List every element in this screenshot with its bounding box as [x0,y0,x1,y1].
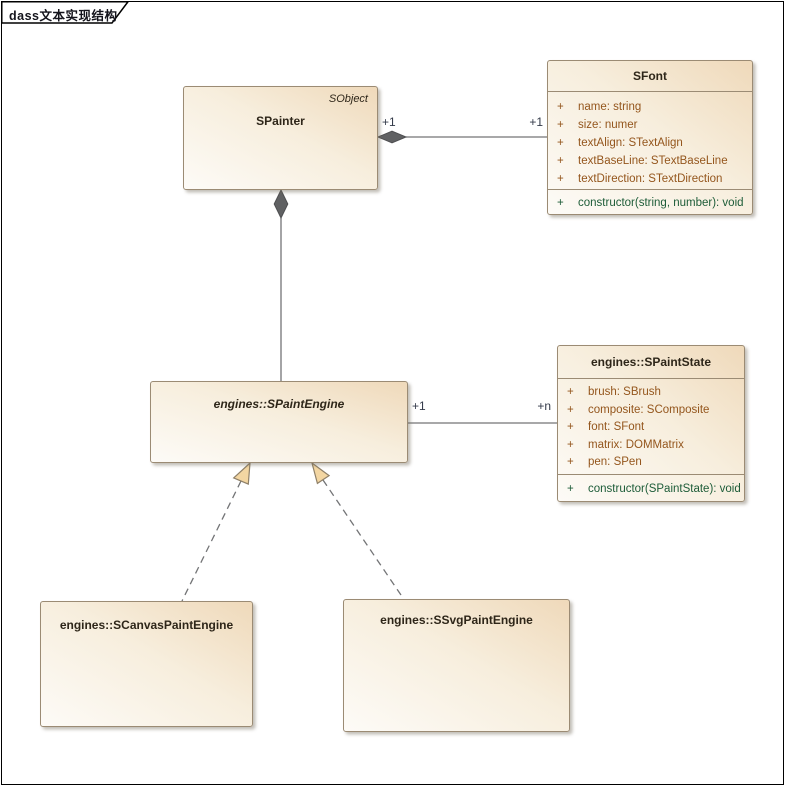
class-ssvgpaintengine[interactable]: engines::SSvgPaintEngine [343,599,570,732]
attribute-text: matrix: DOMMatrix [588,438,684,451]
operation-text: constructor(SPaintState): void [588,483,741,495]
operations-compartment: + constructor(string, number): void [548,189,752,216]
visibility: + [567,438,574,451]
visibility: + [567,403,574,416]
class-spaintengine[interactable]: engines::SPaintEngine [150,381,408,463]
operation-row: + constructor(SPaintState): void [558,475,744,503]
frame-tab-title: dass文本实现结构 [9,9,118,23]
visibility: + [557,173,564,185]
attribute-text: textDirection: STextDirection [578,173,723,185]
visibility: + [557,101,564,113]
composition-spainter-spaintengine[interactable] [273,188,289,381]
multiplicity-spaintengine-end: +1 [412,399,426,413]
class-sfont[interactable]: SFont + name: string + size: numer + textAl… [547,60,753,215]
attributes-compartment: + name: string + size: numer + textAlign: S… [548,91,752,189]
class-scanvaspaintengine[interactable]: engines::SCanvasPaintEngine [40,601,253,727]
multiplicity-sfont-end: +1 [529,115,543,129]
attribute-row: + composite: SComposite [558,402,744,420]
class-name: engines::SPaintState [590,355,712,369]
visibility: + [567,421,574,433]
attribute-row: + pen: SPen [558,454,744,472]
operation-row: + constructor(string, number): void [548,190,752,216]
frame-tab [1,1,130,24]
frame-tab-shape [1,1,130,24]
attribute-row: + textDirection: STextDirection [548,170,752,188]
attribute-row: + font: SFont [558,419,744,437]
attribute-text: textAlign: STextAlign [578,137,683,149]
class-name: SPainter [256,114,305,128]
stereotype-label: SObject [328,93,368,105]
operations-compartment: + constructor(SPaintState): void [558,474,744,503]
attribute-text: size: numer [578,119,638,131]
composition-diamond-icon [376,130,408,144]
class-name: engines::SCanvasPaintEngine [59,618,234,632]
realization-ssvg-spaintengine[interactable] [310,461,404,599]
attribute-row: + textAlign: STextAlign [548,134,752,152]
class-name: engines::SPaintEngine [213,397,345,411]
attribute-row: + matrix: DOMMatrix [558,437,744,455]
attribute-text: name: string [578,101,642,113]
class-name: SFont [633,69,667,83]
visibility: + [557,119,564,131]
generalization-arrowhead-icon [232,461,251,485]
attribute-row: + brush: SBrush [558,384,744,402]
composition-diamond-icon [273,188,289,220]
operation-text: constructor(string, number): void [578,197,744,209]
attributes-compartment: + brush: SBrush + composite: SComposite + f… [558,378,744,474]
attribute-row: + textBaseLine: STextBaseLine [548,152,752,170]
visibility: + [557,137,564,149]
visibility: + [567,483,574,495]
attribute-text: textBaseLine: STextBaseLine [578,155,728,167]
diagram-frame [1,1,784,785]
attribute-text: composite: SComposite [588,403,710,416]
visibility: + [567,456,574,468]
attribute-text: brush: SBrush [588,386,661,398]
attribute-text: pen: SPen [588,456,642,468]
class-spainter[interactable]: SObject SPainter [183,86,378,190]
visibility: + [557,155,564,167]
realization-scanvas-spaintengine[interactable] [181,461,251,602]
visibility: + [557,197,564,209]
class-name: engines::SSvgPaintEngine [380,613,533,627]
multiplicity-spainter-end: +1 [382,115,396,129]
generalization-arrowhead-icon [310,461,331,485]
attribute-row: + name: string [548,98,752,116]
multiplicity-spaintstate-end: +n [537,399,551,413]
class-spaintstate[interactable]: engines::SPaintState +brush: SBrush +com… [557,345,745,502]
composition-spainter-sfont[interactable] [376,130,547,144]
attribute-row: + size: numer [548,116,752,134]
visibility: + [567,386,574,398]
attribute-text: font: SFont [588,421,645,433]
